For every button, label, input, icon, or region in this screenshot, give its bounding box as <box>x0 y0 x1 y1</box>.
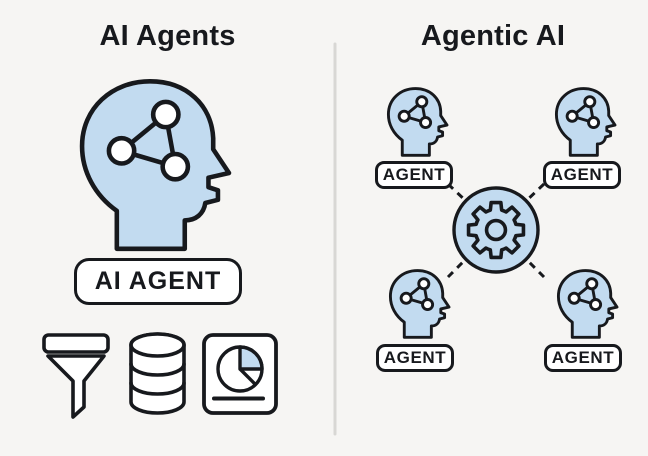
connector-top-right <box>523 182 546 204</box>
gear-icon <box>452 186 540 274</box>
right-panel-title: Agentic AI <box>420 20 566 52</box>
connector-bottom-right <box>523 256 546 279</box>
agent-head-icon-bottom-right <box>558 270 618 338</box>
agent-head-icon-top-left <box>388 88 448 156</box>
pie-chart-document-icon <box>202 333 278 415</box>
head-with-network-icon <box>81 80 230 250</box>
agent-head-icon-top-right <box>556 88 616 156</box>
connector-top-left <box>446 182 469 204</box>
database-icon <box>129 332 186 415</box>
agent-badge-top-right: AGENT <box>543 161 621 189</box>
agent-badge-bottom-right: AGENT <box>544 344 622 372</box>
agent-head-icon-bottom-left <box>390 270 450 338</box>
connector-bottom-left <box>446 256 469 279</box>
ai-agent-badge: AI AGENT <box>74 258 242 305</box>
agent-badge-top-left: AGENT <box>375 161 453 189</box>
funnel-icon <box>42 333 110 419</box>
left-panel-title: AI Agents <box>99 20 236 52</box>
dashed-connectors <box>446 182 546 279</box>
agent-badge-bottom-left: AGENT <box>376 344 454 372</box>
